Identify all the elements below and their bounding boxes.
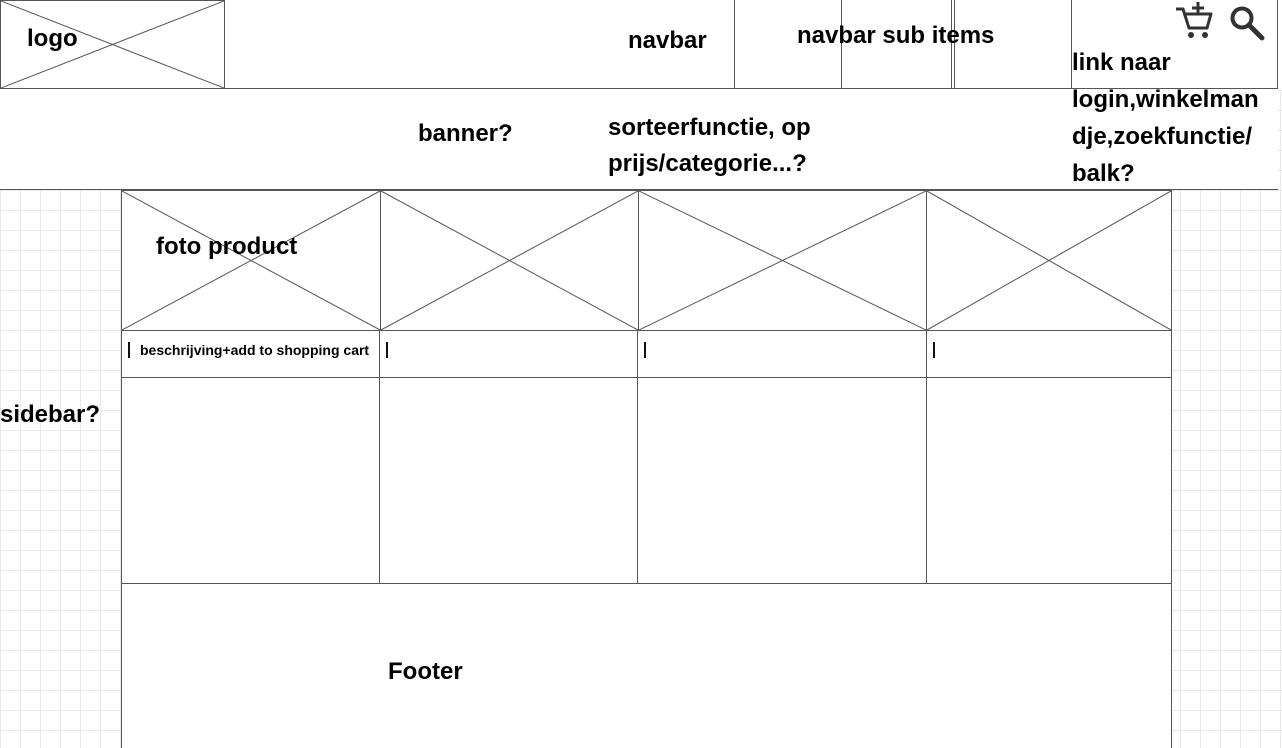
navbar-divider-3b — [954, 0, 955, 89]
product-photo-1[interactable] — [121, 190, 381, 331]
content-cell-4 — [926, 377, 1172, 585]
text-cursor-1 — [128, 342, 130, 358]
content-cell-3 — [637, 377, 927, 584]
links-note-line-4: balk? — [1072, 160, 1135, 187]
sidebar-label: sidebar? — [0, 401, 101, 428]
links-note-line-1: link naar — [1072, 49, 1171, 76]
product-photo-4[interactable] — [926, 190, 1172, 331]
logo-label: logo — [27, 25, 78, 52]
content-cell-1 — [121, 377, 380, 584]
product-description-2[interactable] — [379, 330, 638, 378]
links-note-line-2: login,winkelman — [1072, 86, 1259, 113]
footer — [121, 583, 1172, 748]
cart-add-icon[interactable] — [1173, 0, 1215, 42]
product-description-3[interactable] — [637, 330, 927, 378]
navbar-divider-4 — [1071, 0, 1072, 89]
links-note-line-3: dje,zoekfunctie/ — [1072, 123, 1253, 150]
sort-note-line-2: prijs/categorie...? — [608, 150, 807, 177]
content-cell-2 — [379, 377, 638, 584]
banner-row — [0, 88, 1278, 190]
product-description-4[interactable] — [926, 330, 1172, 378]
text-cursor-3 — [644, 342, 646, 358]
product-photo-2[interactable] — [380, 190, 639, 331]
logo-placeholder[interactable] — [0, 0, 225, 89]
product-description-1[interactable] — [121, 330, 381, 378]
product-photo-label: foto product — [156, 233, 298, 260]
banner-label: banner? — [418, 120, 513, 147]
text-cursor-2 — [386, 342, 388, 358]
sort-note-line-1: sorteerfunctie, op — [608, 114, 811, 141]
navbar-sub-items-label: navbar sub items — [797, 22, 995, 49]
product-description-label: beschrijving+add to shopping cart — [140, 342, 370, 358]
search-icon[interactable] — [1228, 4, 1266, 42]
navbar-divider-3 — [951, 0, 952, 89]
navbar-divider-2 — [841, 0, 842, 89]
navbar-divider-1 — [734, 0, 735, 89]
footer-label: Footer — [388, 658, 463, 685]
text-cursor-4 — [933, 342, 935, 358]
product-photo-3[interactable] — [638, 190, 927, 331]
navbar-label: navbar — [628, 27, 707, 54]
